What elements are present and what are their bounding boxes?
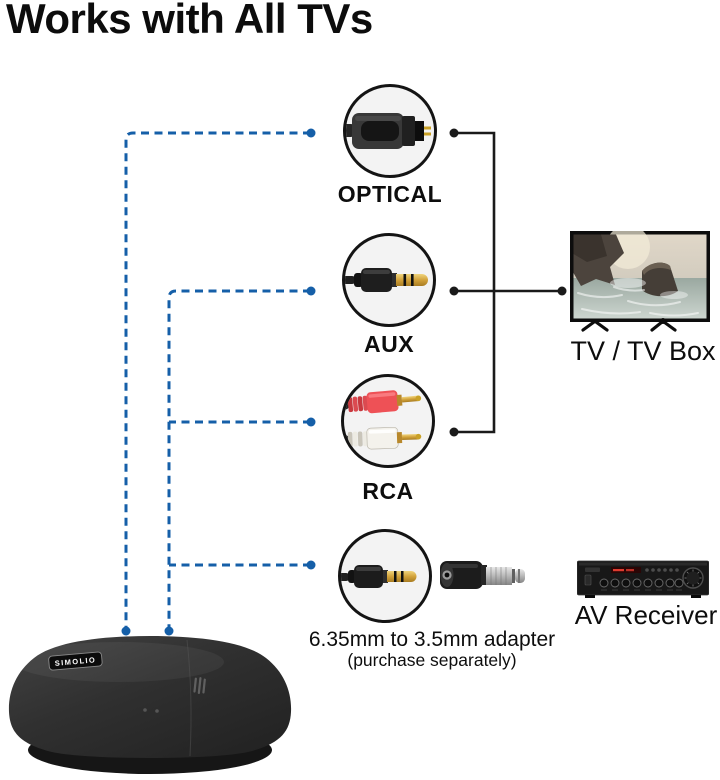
jack-3-5mm-plug-icon [341,565,417,588]
aux-connector-circle [342,233,436,327]
adapter-sublabel: (purchase separately) [347,650,517,670]
rca-white-plug [344,426,422,450]
wire-endpoint-dot [557,286,567,296]
wire-endpoint-dot [306,417,316,427]
brand-badge: SIMOLIO [48,651,103,671]
tv-screen-scene [573,231,707,319]
speaker-grille-icon [193,677,206,695]
receiver-small-buttons [645,568,679,572]
wire-endpoint-dot [449,286,459,296]
blue-dashed-wires [121,128,316,636]
brand-text: SIMOLIO [54,655,96,668]
av-receiver-image [577,560,709,598]
indicator-dot [155,709,159,713]
transmitter-seam [186,639,192,757]
indicator-dot [143,708,147,712]
rca-label: RCA [362,478,414,504]
transmitter-device-image: SIMOLIO [8,636,292,774]
wire-endpoint-dot [449,128,459,138]
wire-endpoint-dot [306,128,316,138]
adapter-label: 6.35mm to 3.5mm adapter [308,628,556,651]
optical-connector-circle [343,84,437,178]
wire-endpoint-dot [449,427,459,437]
wire-transmitter-to-optical [124,131,311,628]
tv-legs [581,320,677,332]
av-receiver-label: AV Receiver [574,600,718,630]
wire-endpoint-dot [306,286,316,296]
rca-red-plug [344,390,422,414]
aux-3-5mm-plug-icon [345,268,428,292]
6-35mm-adapter-icon [440,561,525,589]
adapter-connector-circle [338,529,432,623]
wire-transmitter-to-aux [167,289,311,628]
rca-connector-circle [341,374,435,468]
receiver-knob-row [599,578,684,591]
aux-label: AUX [363,331,415,357]
tv-label: TV / TV Box [570,336,716,366]
black-solid-wires [449,128,567,437]
wire-endpoint-dot [306,560,316,570]
rca-red-white-plugs-icon [344,390,422,450]
optical-label: OPTICAL [337,181,443,207]
tv-image [570,231,710,332]
optical-toslink-plug-icon [346,113,431,149]
page-title: Works with All TVs [6,0,373,42]
receiver-volume-knob [682,567,704,589]
wire-connectors-bus [454,131,496,434]
